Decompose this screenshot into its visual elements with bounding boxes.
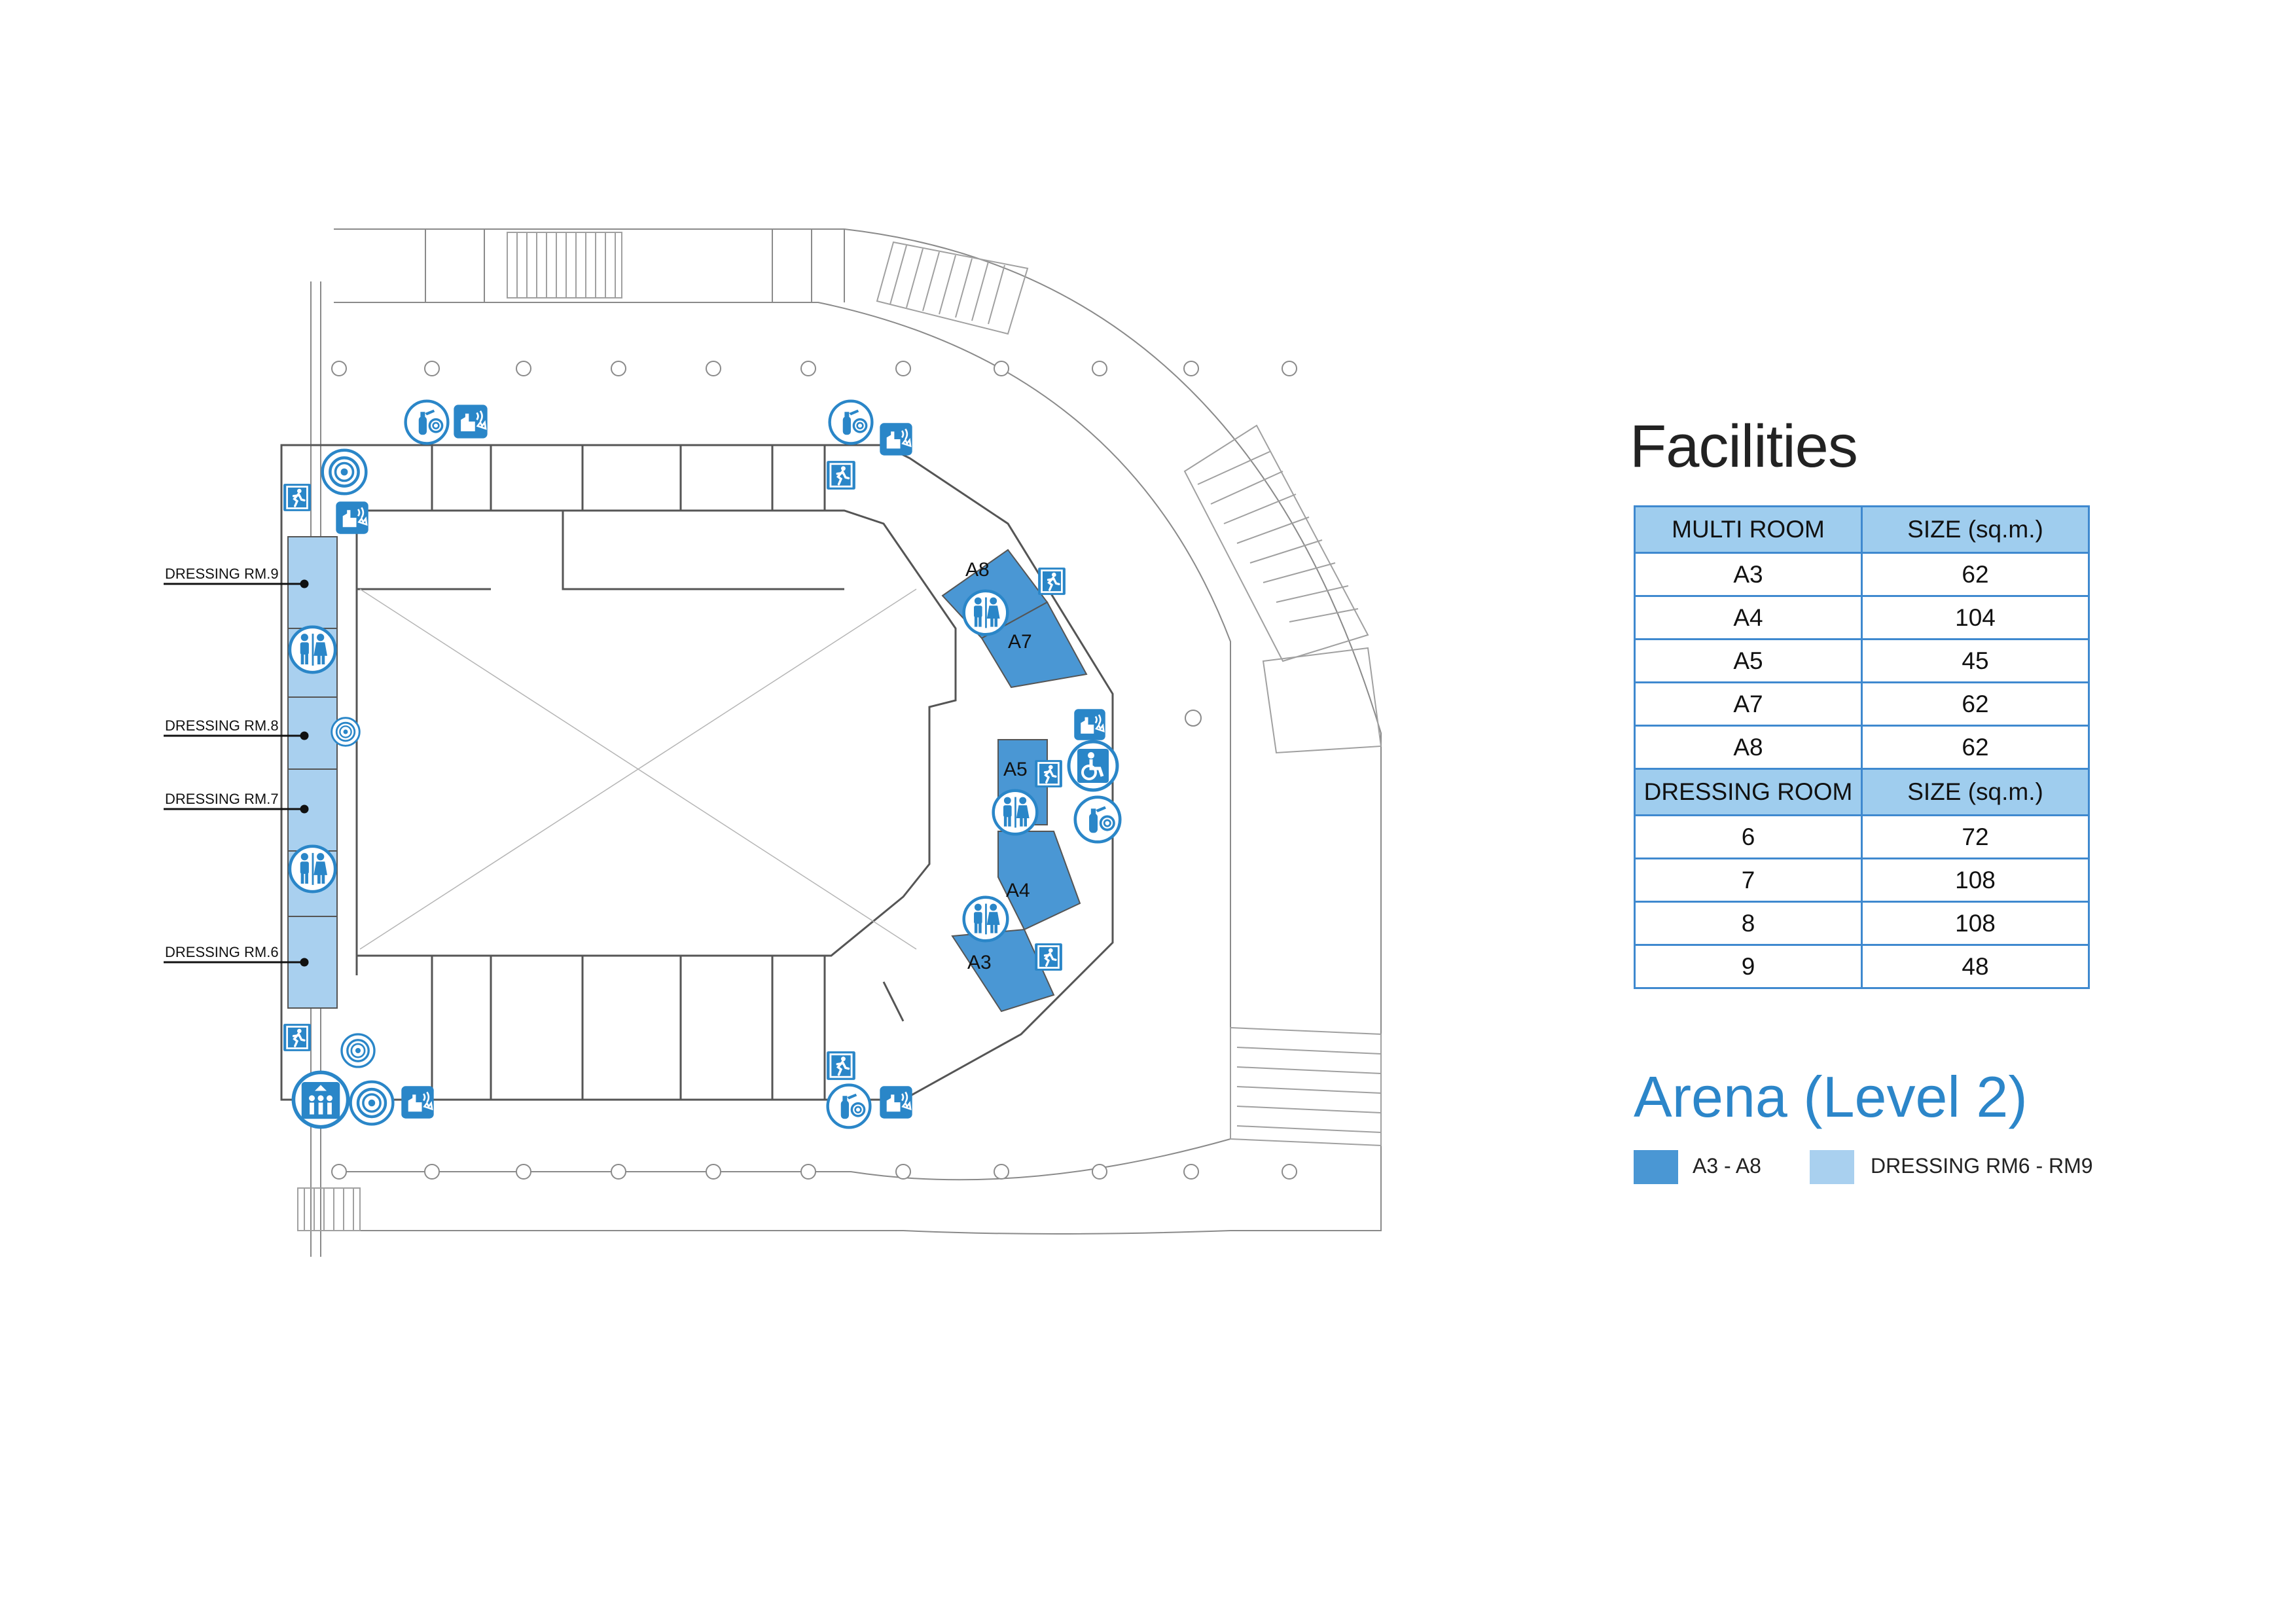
- fire-hose-reel-icon: [340, 1033, 376, 1068]
- toilet-icon: [994, 791, 1037, 835]
- dressing-callout-labels: DRESSING RM.9 DRESSING RM.8 DRESSING RM.…: [165, 566, 279, 960]
- fire-alarm-icon: [401, 1085, 435, 1119]
- table-row: A8 62: [1634, 725, 2090, 770]
- legend-label-multi-room: A3 - A8: [1693, 1154, 1761, 1178]
- fire-extinguisher-icon: [830, 401, 872, 444]
- legend-swatch-multi-room: [1634, 1150, 1678, 1184]
- dressing-rooms: [287, 536, 338, 1009]
- table-row: 6 72: [1634, 814, 2090, 859]
- room-a7: [980, 601, 1088, 689]
- toilet-icon: [964, 591, 1008, 635]
- size-cell: 48: [1861, 944, 2090, 989]
- size-header: SIZE (sq.m.): [1861, 505, 2090, 554]
- multi-room-header: MULTI ROOM: [1634, 505, 1863, 554]
- size-cell: 104: [1861, 595, 2090, 640]
- room-cell: A5: [1634, 638, 1863, 683]
- building-ring: [280, 444, 1114, 1101]
- size-cell: 108: [1861, 857, 2090, 903]
- fire-extinguisher-icon: [406, 401, 448, 444]
- table-row: A5 45: [1634, 638, 2090, 683]
- room-label-a8: A8: [965, 559, 990, 581]
- accessible-lift-icon: [1069, 742, 1117, 790]
- dressing-room-header: DRESSING ROOM: [1634, 768, 1863, 816]
- facilities-table: MULTI ROOM SIZE (sq.m.) A3 62 A4 104 A5 …: [1634, 505, 2090, 989]
- stair-blocks: [297, 232, 1382, 1231]
- toilet-icon: [964, 897, 1008, 941]
- legend-label-dressing-room: DRESSING RM6 - RM9: [1871, 1154, 2093, 1178]
- size-header: SIZE (sq.m.): [1861, 768, 2090, 816]
- structural-columns: [331, 361, 1297, 1180]
- size-cell: 45: [1861, 638, 2090, 683]
- table-row: 9 48: [1634, 944, 2090, 989]
- room-cell: 7: [1634, 857, 1863, 903]
- fire-alarm-icon: [335, 501, 369, 535]
- fire-hose-reel-icon: [351, 1082, 393, 1125]
- dressing-room-9: [287, 536, 338, 629]
- label-dressing-rm6: DRESSING RM.6: [165, 944, 279, 960]
- size-cell: 72: [1861, 814, 2090, 859]
- size-cell: 62: [1861, 552, 2090, 597]
- room-cell: A3: [1634, 552, 1863, 597]
- room-label-a3: A3: [967, 952, 992, 973]
- label-dressing-rm8: DRESSING RM.8: [165, 717, 279, 734]
- facilities-title: Facilities: [1630, 413, 1858, 480]
- dressing-room-8: [287, 696, 338, 770]
- size-cell: 108: [1861, 901, 2090, 946]
- room-cell: 8: [1634, 901, 1863, 946]
- legend-swatch-dressing-room: [1810, 1150, 1854, 1184]
- legend-title: Arena (Level 2): [1634, 1064, 2028, 1129]
- fire-alarm-icon: [879, 1085, 913, 1119]
- fire-alarm-icon: [453, 404, 488, 439]
- room-cell: A7: [1634, 681, 1863, 727]
- table-row: A7 62: [1634, 681, 2090, 727]
- emergency-exit-icon: [1037, 567, 1066, 596]
- table-row: 8 108: [1634, 901, 2090, 946]
- room-a4: [997, 831, 1081, 931]
- multi-room-header-row: MULTI ROOM SIZE (sq.m.): [1634, 505, 2090, 554]
- emergency-exit-icon: [826, 1051, 856, 1081]
- size-cell: 62: [1861, 725, 2090, 770]
- size-cell: 62: [1861, 681, 2090, 727]
- fire-extinguisher-icon: [828, 1085, 870, 1128]
- toilet-icon: [290, 846, 335, 892]
- room-label-a5: A5: [1003, 759, 1028, 780]
- fire-alarm-icon: [879, 422, 913, 456]
- table-row: A4 104: [1634, 595, 2090, 640]
- room-label-a4: A4: [1006, 880, 1030, 901]
- fire-alarm-icon: [1073, 708, 1106, 741]
- dressing-room-header-row: DRESSING ROOM SIZE (sq.m.): [1634, 768, 2090, 816]
- label-dressing-rm7: DRESSING RM.7: [165, 791, 279, 807]
- room-label-a7: A7: [1008, 631, 1032, 653]
- fire-hose-reel-icon: [323, 450, 367, 494]
- emergency-exit-icon: [1034, 759, 1063, 788]
- table-row: 7 108: [1634, 857, 2090, 903]
- emergency-exit-icon: [1034, 943, 1063, 971]
- toilet-icon: [290, 627, 335, 672]
- room-cell: 6: [1634, 814, 1863, 859]
- arena-floor: [359, 588, 917, 950]
- table-row: A3 62: [1634, 552, 2090, 597]
- lift-icon: [293, 1072, 348, 1127]
- emergency-exit-icon: [283, 1023, 312, 1052]
- fire-hose-reel-icon: [331, 717, 361, 747]
- emergency-exit-icon: [283, 483, 312, 512]
- room-cell: A8: [1634, 725, 1863, 770]
- room-cell: 9: [1634, 944, 1863, 989]
- room-cell: A4: [1634, 595, 1863, 640]
- room-labels: A8 A7 A5 A4 A3: [965, 559, 1032, 973]
- emergency-exit-icon: [826, 460, 856, 490]
- dressing-callouts: [164, 579, 309, 967]
- label-dressing-rm9: DRESSING RM.9: [165, 566, 279, 582]
- fire-extinguisher-icon: [1075, 797, 1120, 842]
